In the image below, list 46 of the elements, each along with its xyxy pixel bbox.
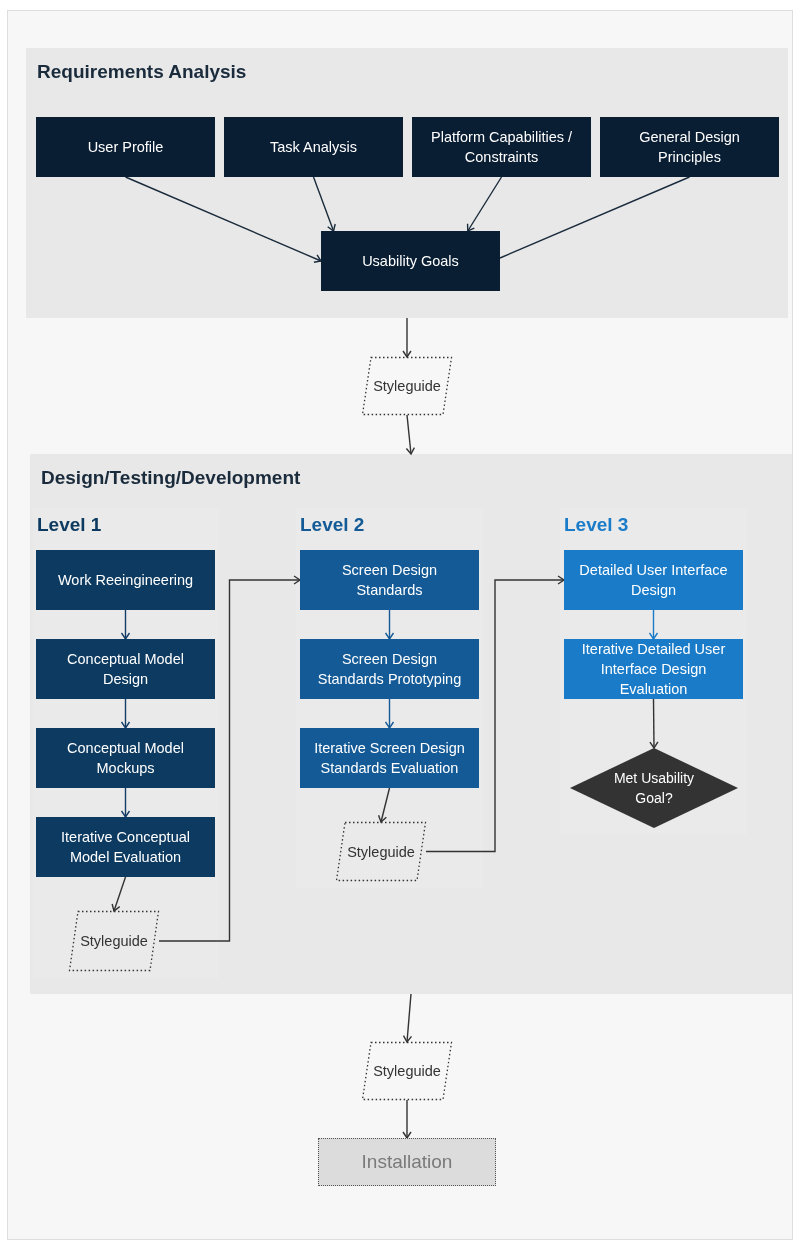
section-panel xyxy=(30,454,792,994)
document-parallelogram: Styleguide xyxy=(362,1042,452,1100)
arrow xyxy=(312,176,336,232)
process-box: Conceptual Model Mockups xyxy=(36,728,215,788)
level-heading: Level 2 xyxy=(300,514,365,536)
arrow xyxy=(648,609,659,640)
connector-line xyxy=(499,176,691,259)
process-box: Detailed User Interface Design xyxy=(564,550,743,610)
arrow xyxy=(120,609,131,640)
section-title: Requirements Analysis xyxy=(37,61,247,83)
process-box: Iterative Screen Design Standards Evaluation xyxy=(300,728,479,788)
arrow xyxy=(384,698,395,729)
document-parallelogram: Styleguide xyxy=(362,357,452,415)
arrow xyxy=(425,575,565,853)
level-heading: Level 3 xyxy=(564,514,629,536)
process-box: Task Analysis xyxy=(224,117,403,177)
process-box: Conceptual Model Design xyxy=(36,639,215,699)
document-parallelogram: Styleguide xyxy=(69,911,159,971)
document-parallelogram: Styleguide xyxy=(336,822,426,881)
arrow xyxy=(402,317,412,358)
arrow xyxy=(158,575,301,942)
arrow xyxy=(377,787,391,823)
process-box: Screen Design Standards Prototyping xyxy=(300,639,479,699)
decision-diamond: Met Usability Goal? xyxy=(570,748,738,828)
process-box: Iterative Conceptual Model Evaluation xyxy=(36,817,215,877)
process-box: Work Reeingineering xyxy=(36,550,215,610)
arrow xyxy=(111,876,127,912)
arrow xyxy=(405,414,416,455)
arrow xyxy=(649,698,659,749)
process-box: User Profile xyxy=(36,117,215,177)
level-heading: Level 1 xyxy=(37,514,102,536)
process-box: Platform Capabilities / Constraints xyxy=(412,117,591,177)
arrow xyxy=(120,698,131,729)
arrow xyxy=(402,1099,412,1139)
process-box: Installation xyxy=(318,1138,496,1186)
section-title: Design/Testing/Development xyxy=(41,467,301,489)
process-box: Iterative Detailed User Interface Design Evaluation xyxy=(564,639,743,699)
process-box: Screen Design Standards xyxy=(300,550,479,610)
process-box: Usability Goals xyxy=(321,231,500,291)
arrow xyxy=(120,787,131,818)
arrow xyxy=(466,176,503,232)
arrow xyxy=(124,176,322,263)
arrow xyxy=(384,609,395,640)
process-box: General Design Principles xyxy=(600,117,779,177)
arrow xyxy=(402,993,413,1043)
section-panel xyxy=(26,48,788,318)
